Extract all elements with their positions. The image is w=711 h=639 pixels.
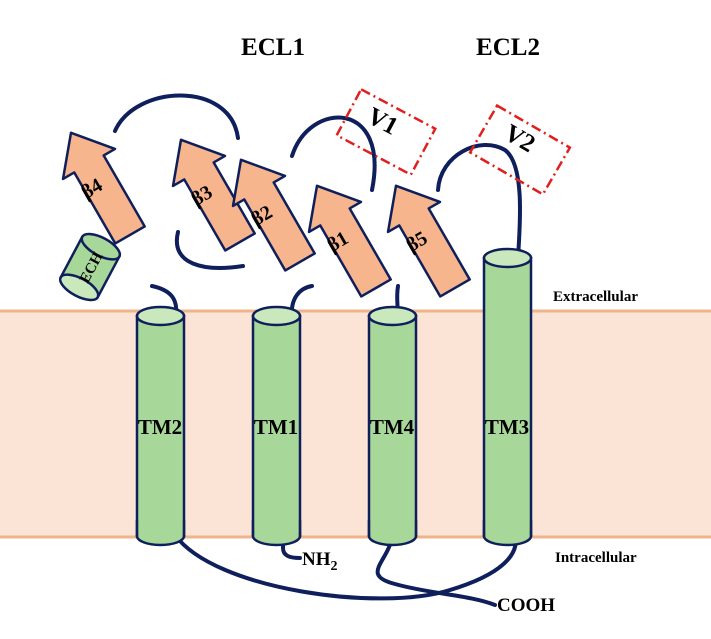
loop-cooh-terminus: [375, 535, 497, 607]
tm3-label: TM3: [485, 415, 529, 439]
v1-box: [335, 87, 437, 177]
tm4-helix: TM4: [367, 305, 418, 547]
nh2-text: NH: [302, 549, 331, 570]
tm4-label: TM4: [370, 415, 415, 439]
nh2-label: NH2: [302, 549, 338, 574]
loop-intracellular: [173, 533, 518, 601]
tm3-helix: TM3: [482, 247, 533, 547]
loop-nh2-terminus: [281, 533, 302, 560]
nh2-subscript: 2: [331, 559, 338, 574]
tm2-label: TM2: [138, 415, 182, 439]
tm1-label: TM1: [254, 415, 298, 439]
beta-strand-b1: β1: [307, 184, 392, 298]
ecl1-label: ECL1: [241, 34, 305, 61]
intracellular-label: Intracellular: [555, 550, 637, 566]
membrane-band: [0, 311, 711, 537]
variable-region-v1: V1: [335, 87, 437, 177]
loop-v2: [436, 143, 523, 260]
membrane-bilayer: [0, 309, 711, 539]
variable-region-v2: V2: [468, 103, 572, 197]
loop-b3-b2: [174, 230, 245, 270]
beta-strand-b3: β3: [171, 138, 256, 252]
beta-strands: β4 β3 β2 β1 β5: [61, 131, 471, 298]
tm2-helix: TM2: [135, 305, 186, 547]
connector-loops: [113, 93, 523, 607]
tm1-helix: TM1: [251, 305, 302, 547]
cooh-label: COOH: [497, 595, 555, 616]
beta-strand-b4: β4: [61, 131, 146, 245]
extracellular-label: Extracellular: [553, 289, 638, 305]
ech-helix: ECH: [58, 232, 122, 302]
loop-b4-b3: [113, 93, 240, 140]
loop-v1: [290, 115, 377, 192]
ecl2-label: ECL2: [476, 34, 540, 61]
